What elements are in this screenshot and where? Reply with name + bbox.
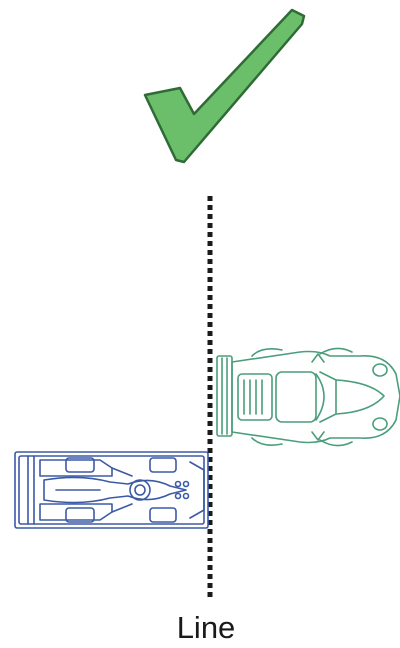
line-label: Line (176, 610, 236, 645)
prototype-car (14, 451, 209, 529)
check-mark-icon (143, 8, 306, 164)
gt-car (216, 347, 400, 447)
